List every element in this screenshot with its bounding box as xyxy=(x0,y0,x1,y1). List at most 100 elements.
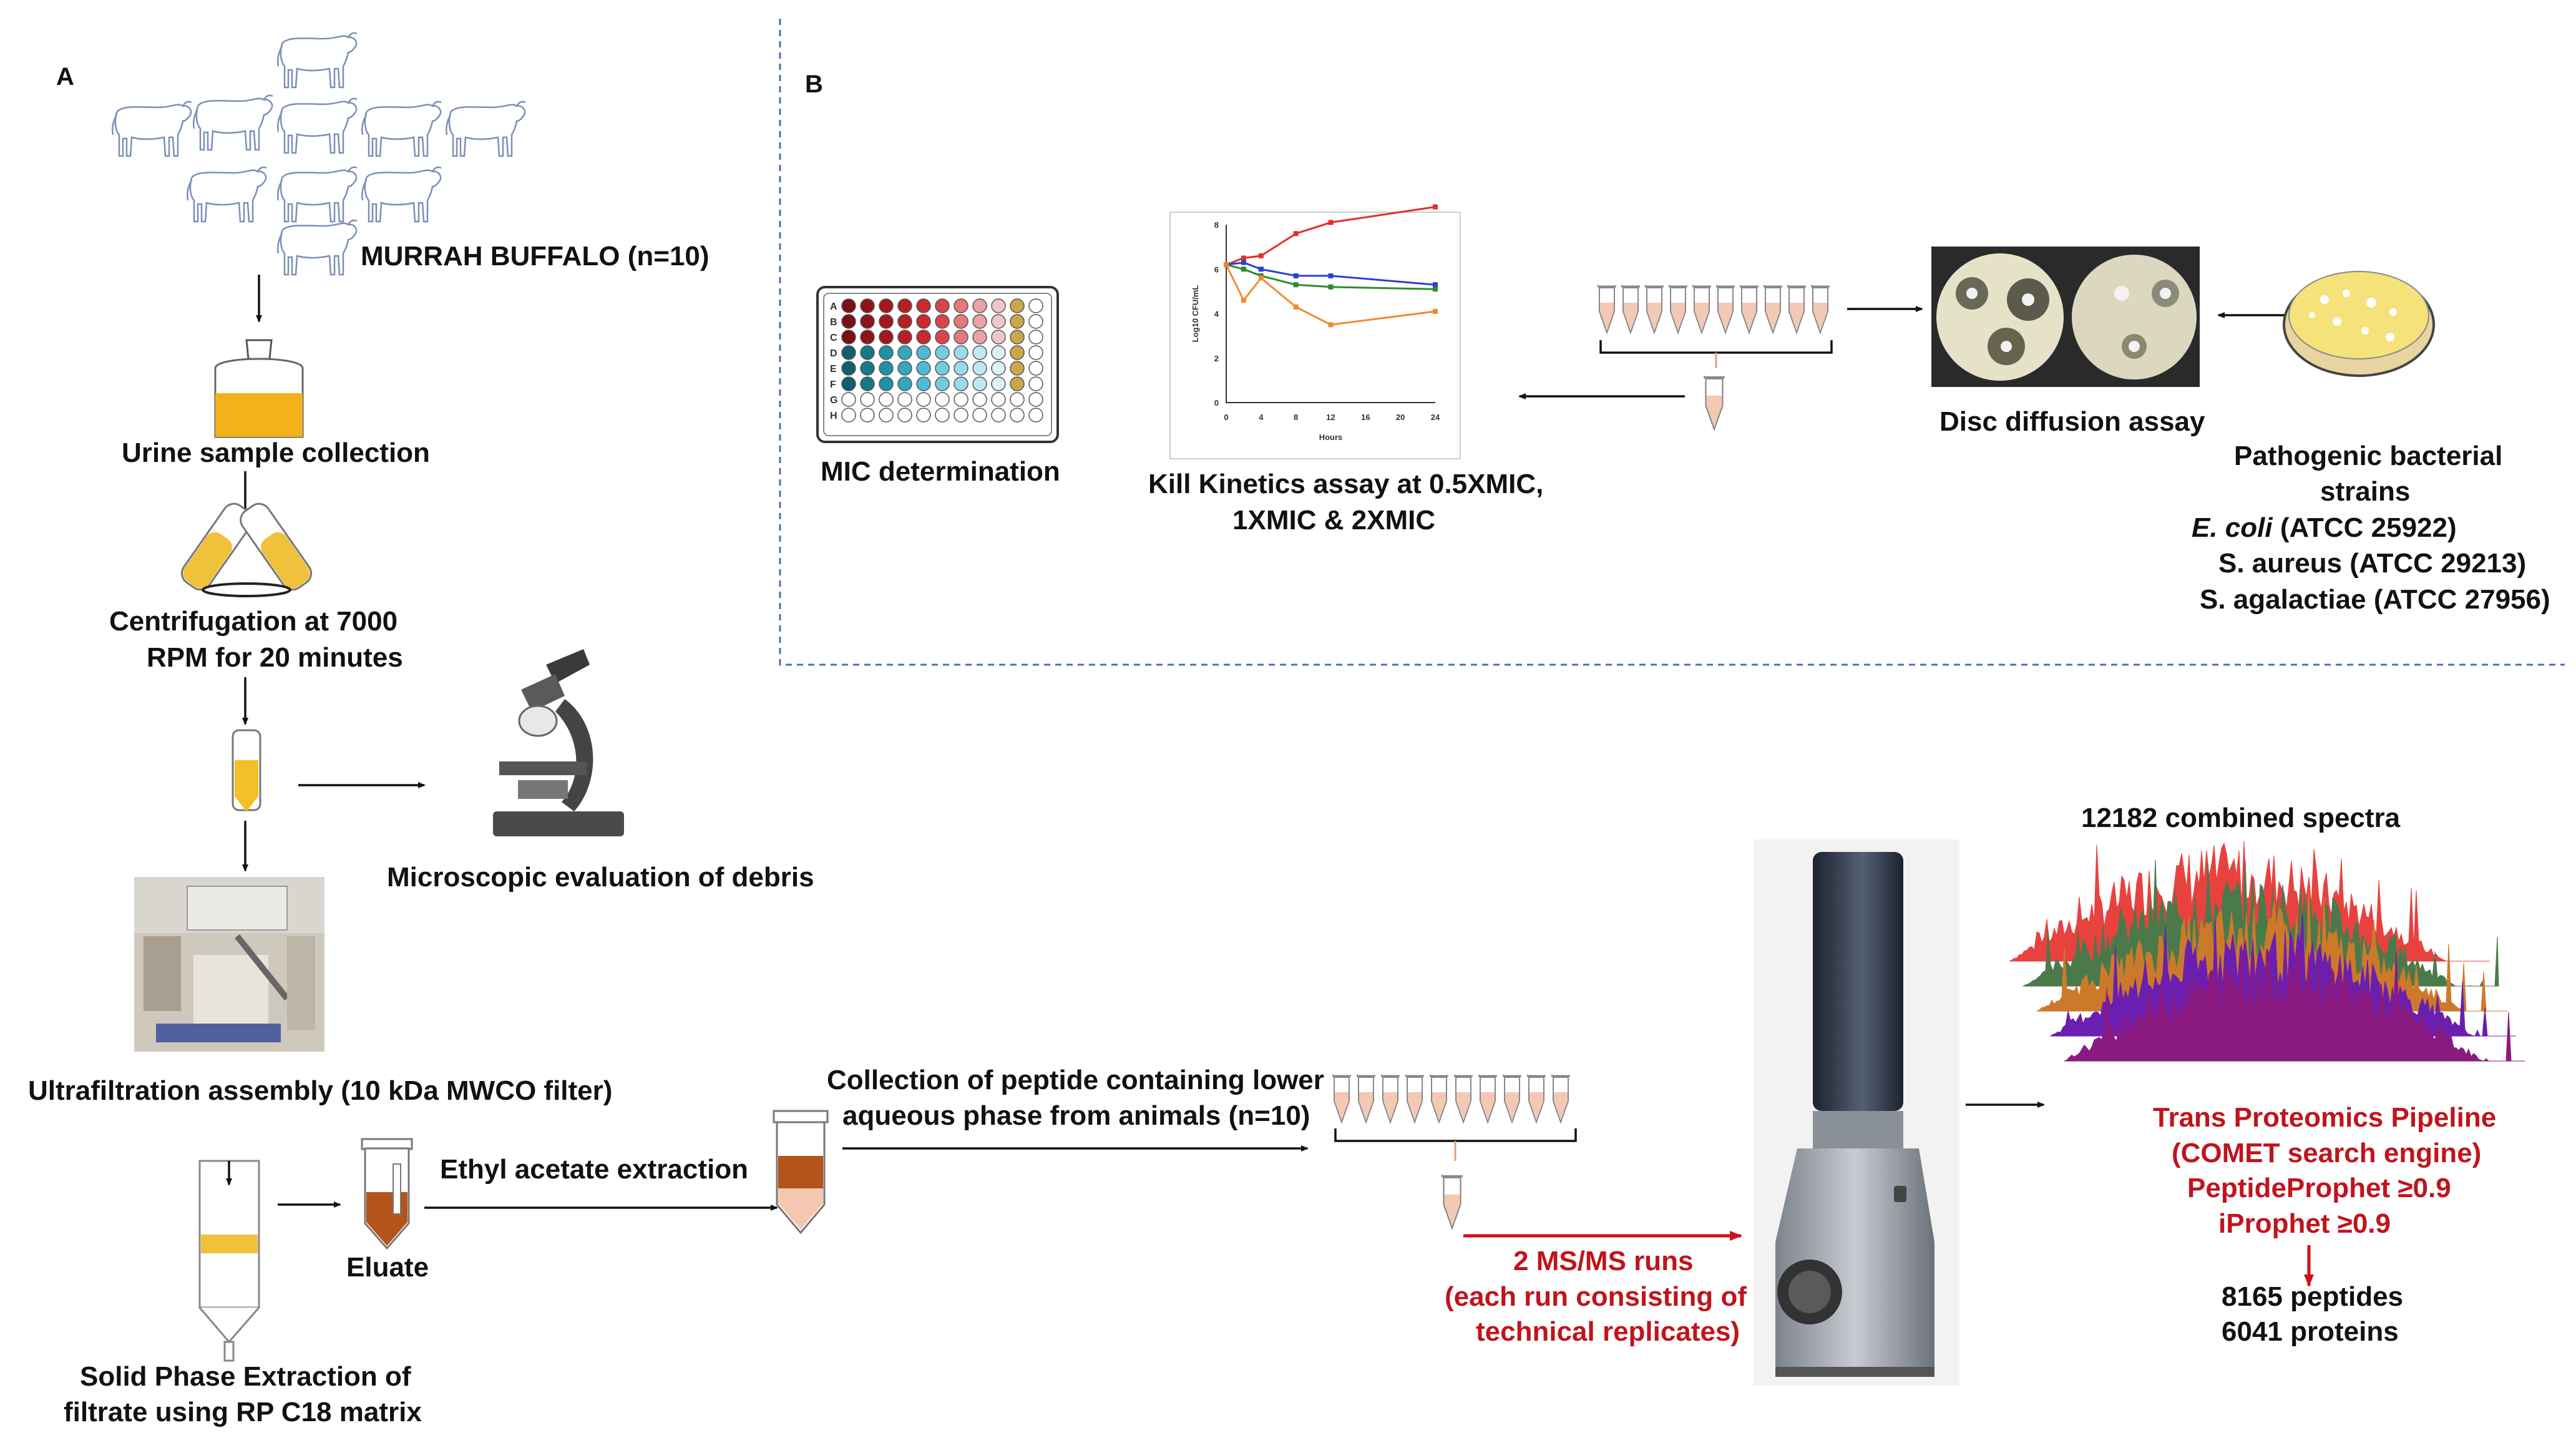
microtube-icon xyxy=(1454,1074,1473,1123)
kill-label-2: 1XMIC & 2XMIC xyxy=(1232,505,1435,536)
plate-well xyxy=(935,298,950,313)
combined-spectra-image xyxy=(2009,841,2525,1062)
strain-ecoli-atcc: (ATCC 25922) xyxy=(2273,512,2457,543)
microtube-icon xyxy=(1478,1074,1497,1123)
plate-well xyxy=(897,392,912,407)
tube-rack-bottom-icon xyxy=(1332,1074,1570,1123)
data-point xyxy=(1433,204,1438,210)
data-point xyxy=(1258,267,1264,272)
data-point xyxy=(1433,282,1438,288)
plate-row-label: E xyxy=(830,364,837,374)
microtube-icon xyxy=(1430,1074,1448,1123)
collection-label-2: aqueous phase from animals (n=10) xyxy=(842,1100,1310,1131)
plate-well xyxy=(916,408,931,423)
urine-tube-icon xyxy=(232,729,261,811)
plate-row-label: D xyxy=(830,348,837,359)
data-point xyxy=(1258,275,1264,281)
data-point xyxy=(1433,286,1438,292)
disc-diffusion-plates-image xyxy=(1931,247,2200,387)
plate-well xyxy=(1028,361,1043,376)
x-tick-label: 12 xyxy=(1326,413,1335,422)
plate-well xyxy=(841,408,856,423)
ultrafiltration-photo xyxy=(134,877,324,1052)
plate-well xyxy=(991,392,1006,407)
plate-well xyxy=(972,330,987,345)
y-tick-label: 2 xyxy=(1214,354,1219,363)
data-point xyxy=(1293,273,1299,278)
plate-well xyxy=(972,298,987,313)
microtube-icon xyxy=(1503,1074,1521,1123)
tpp-label-4: iProphet ≥0.9 xyxy=(2218,1208,2391,1239)
strain-sagalactiae: S. agalactiae (ATCC 27956) xyxy=(2200,584,2550,615)
bracket xyxy=(1334,1128,1577,1142)
data-point xyxy=(1328,273,1334,278)
x-tick-label: 16 xyxy=(1361,413,1370,422)
x-tick-label: 8 xyxy=(1294,413,1298,422)
plate-well xyxy=(935,408,950,423)
plate-well xyxy=(972,392,987,407)
plate-well xyxy=(1010,314,1025,329)
buffalo-herd-icon xyxy=(112,32,527,276)
plate-well xyxy=(972,408,987,423)
spectra-label: 12182 combined spectra xyxy=(2081,803,2401,833)
plate-well xyxy=(879,361,894,376)
centrifuge-label-2: RPM for 20 minutes xyxy=(147,642,403,673)
panel-label-a: A xyxy=(56,63,74,91)
spe-label-2: filtrate using RP C18 matrix xyxy=(64,1397,422,1427)
series-line-2 xyxy=(1226,262,1436,286)
spe-column-icon xyxy=(198,1160,260,1362)
plate-well xyxy=(860,408,875,423)
microtube-icon xyxy=(1764,284,1782,334)
plate-well xyxy=(991,376,1006,391)
plate-well xyxy=(954,298,968,313)
plate-well xyxy=(1010,361,1025,376)
plate-well xyxy=(1010,345,1025,360)
eluate-tube-icon xyxy=(361,1138,413,1250)
plate-well xyxy=(935,345,950,360)
plate-well xyxy=(916,298,931,313)
plate-well xyxy=(879,298,894,313)
microtube-icon xyxy=(1716,284,1735,334)
data-point xyxy=(1293,231,1299,237)
plate-well xyxy=(841,392,856,407)
msms-label-1: 2 MS/MS runs xyxy=(1513,1246,1694,1276)
plate-well xyxy=(879,376,894,391)
plate-well xyxy=(897,408,912,423)
plate-well xyxy=(1010,376,1025,391)
plate-row-label: A xyxy=(830,301,837,312)
plate-well xyxy=(1028,392,1043,407)
proteins-label: 6041 proteins xyxy=(2222,1316,2399,1347)
series-line-3 xyxy=(1226,263,1436,290)
buffalo-label: MURRAH BUFFALO (n=10) xyxy=(361,241,710,272)
microtube-icon xyxy=(1598,284,1616,334)
tpp-label-2: (COMET search engine) xyxy=(2172,1138,2481,1168)
urine-label: Urine sample collection xyxy=(122,438,430,468)
microtube-icon xyxy=(1551,1074,1570,1123)
plate-well xyxy=(841,361,856,376)
plate-row-label: B xyxy=(830,317,837,328)
microtube-icon xyxy=(1787,284,1806,334)
plate-well xyxy=(916,376,931,391)
y-axis-label: Log10 CFU/mL xyxy=(1191,285,1200,343)
plate-well xyxy=(860,314,875,329)
y-tick-label: 8 xyxy=(1214,220,1219,230)
plate-row-label: C xyxy=(830,333,837,343)
plate-well xyxy=(841,330,856,345)
strains-label-1: Pathogenic bacterial xyxy=(2234,441,2502,471)
urine-bag-icon xyxy=(214,339,304,438)
plate-well xyxy=(860,361,875,376)
microtube-icon xyxy=(1405,1074,1424,1123)
strains-label-2: strains xyxy=(2320,476,2410,507)
microscopic-label: Microscopic evaluation of debris xyxy=(387,862,814,893)
data-point xyxy=(1293,304,1299,310)
plate-well xyxy=(897,376,912,391)
collection-label-1: Collection of peptide containing lower xyxy=(827,1065,1324,1095)
plate-well xyxy=(879,345,894,360)
mic-label: MIC determination xyxy=(821,456,1060,487)
microtube-icon xyxy=(1811,284,1830,334)
plate-well xyxy=(991,408,1006,423)
